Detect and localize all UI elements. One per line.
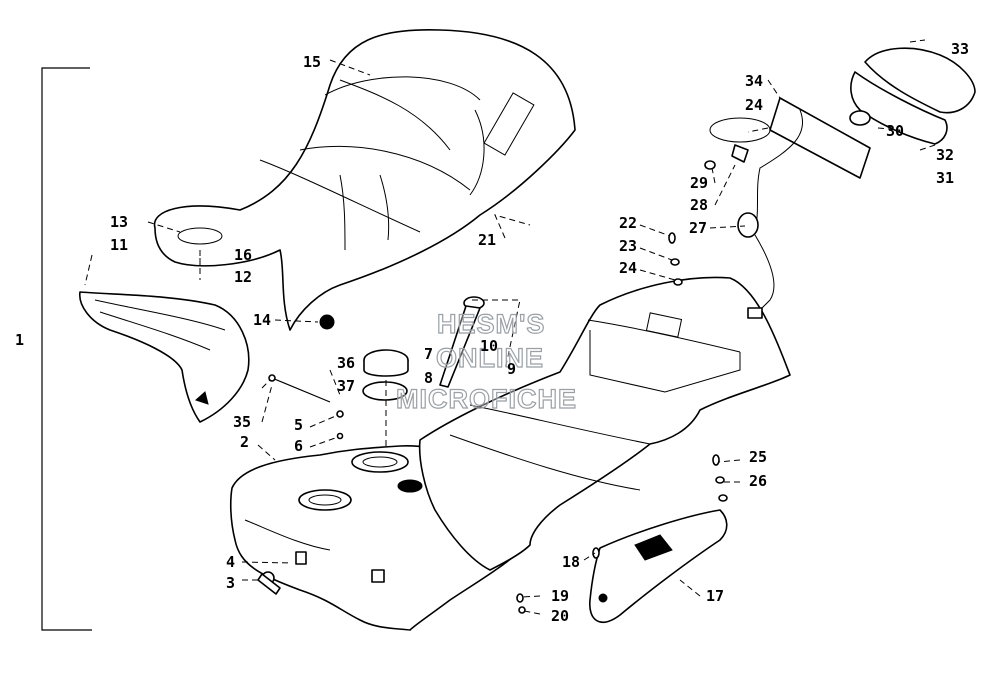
callout-20: 20 xyxy=(551,607,569,625)
taillight-part xyxy=(737,47,976,319)
callout-19: 19 xyxy=(551,587,569,605)
callout-36: 36 xyxy=(337,354,355,372)
callout-2: 2 xyxy=(240,433,249,451)
callout-29: 29 xyxy=(690,174,708,192)
watermark-line-2: ONLINE xyxy=(436,343,544,373)
side-cover-part xyxy=(79,291,250,423)
snow-flap-part xyxy=(589,509,728,623)
callout-12: 12 xyxy=(234,268,252,286)
callout-3: 3 xyxy=(226,574,235,592)
callout-11: 11 xyxy=(110,236,128,254)
callout-16: 16 xyxy=(234,246,252,264)
hardware-parts xyxy=(257,117,771,614)
callout-8: 8 xyxy=(424,369,433,387)
watermark: HESM'S ONLINE MICROFICHE xyxy=(395,308,577,414)
fuel-cap-part xyxy=(362,349,409,401)
seat-part xyxy=(153,28,576,331)
callout-30: 30 xyxy=(886,122,904,140)
callout-33: 33 xyxy=(951,40,969,58)
callout-23: 23 xyxy=(619,237,637,255)
seat-base-part xyxy=(418,276,791,571)
fuel-gauge-part xyxy=(439,296,485,388)
callout-10: 10 xyxy=(480,337,498,355)
watermark-line-3: MICROFICHE xyxy=(396,384,577,414)
callout-21: 21 xyxy=(478,231,496,249)
callout-24-lower: 24 xyxy=(619,259,637,277)
watermark-line-1: HESM'S xyxy=(437,309,545,339)
callout-13: 13 xyxy=(110,213,128,231)
callout-14: 14 xyxy=(253,311,271,329)
callout-37: 37 xyxy=(337,377,355,395)
callout-18: 18 xyxy=(562,553,580,571)
callout-31: 31 xyxy=(936,169,954,187)
callout-32: 32 xyxy=(936,146,954,164)
assembly-bracket xyxy=(41,67,92,631)
callout-15: 15 xyxy=(303,53,321,71)
callout-7: 7 xyxy=(424,345,433,363)
callout-9: 9 xyxy=(507,360,516,378)
callout-26: 26 xyxy=(749,472,767,490)
callout-4: 4 xyxy=(226,553,235,571)
callout-34: 34 xyxy=(745,72,763,90)
leader-lines xyxy=(84,39,936,615)
callout-24-upper: 24 xyxy=(745,96,763,114)
callout-27: 27 xyxy=(689,219,707,237)
callout-17: 17 xyxy=(706,587,724,605)
callout-35: 35 xyxy=(233,413,251,431)
callout-28: 28 xyxy=(690,196,708,214)
callout-22: 22 xyxy=(619,214,637,232)
callout-5: 5 xyxy=(294,416,303,434)
callout-6: 6 xyxy=(294,437,303,455)
callout-25: 25 xyxy=(749,448,767,466)
callout-labels: 1 2 3 4 5 6 7 8 9 10 11 12 13 14 15 16 1… xyxy=(15,40,969,625)
callout-1: 1 xyxy=(15,331,24,349)
